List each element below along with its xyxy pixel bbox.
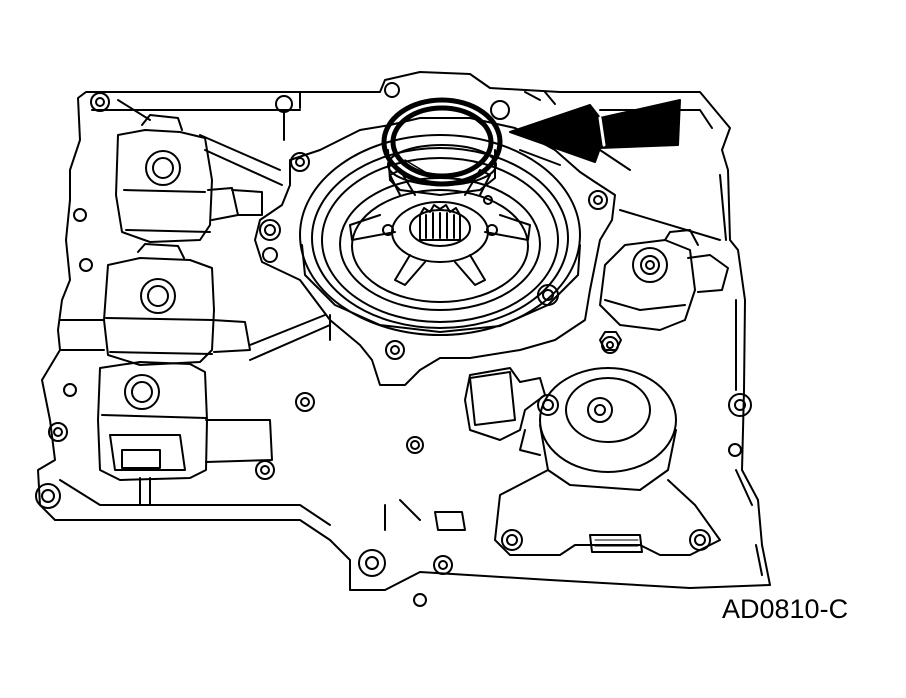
plate-rib (384, 499, 421, 531)
flange-bolt (588, 190, 608, 210)
seal-ring (390, 105, 494, 179)
pump-ring (311, 147, 569, 329)
bolt-hole (410, 440, 420, 450)
flange-bolt (384, 82, 400, 98)
hub-hole (483, 195, 493, 205)
solenoid-middle (59, 243, 251, 366)
flange-bolt (537, 284, 559, 306)
flange-bolt (264, 224, 276, 236)
bolt-hole (63, 383, 77, 397)
plate-rib (117, 99, 285, 186)
bolt-hole (48, 422, 68, 442)
bolt-hole (95, 97, 105, 107)
bolt-hole (262, 247, 278, 263)
callout-arrow (509, 99, 681, 163)
solenoid-upper (115, 114, 263, 243)
pump-ring (321, 157, 559, 323)
plate-slot (434, 511, 466, 531)
bolt-hole (35, 483, 61, 509)
pump-ring (351, 189, 529, 303)
seal-ring-shading (399, 109, 489, 176)
solenoid-lower (97, 361, 273, 506)
solenoid-upper-right (599, 229, 729, 331)
hex-bolt (599, 331, 622, 351)
solenoid-lower-right (464, 367, 721, 556)
bolt-hole (413, 593, 427, 607)
bolt-hole (79, 258, 93, 272)
figure-code: AD0810-C (722, 594, 849, 624)
pump-housing-lower (301, 244, 581, 333)
hub-hole (486, 224, 498, 236)
bolt-hole (728, 443, 742, 457)
seal-ring (381, 97, 503, 187)
flange-bolt (295, 157, 305, 167)
plate-inner-edge (59, 109, 763, 576)
plate-rib (519, 91, 721, 241)
callout-arrow-highlight (598, 116, 606, 147)
bolt-hole (358, 549, 386, 577)
flange-bolt (593, 195, 603, 205)
bolt-hole (734, 399, 746, 411)
pump-ring (299, 134, 581, 336)
bolt-hole (53, 427, 63, 437)
bolt-hole (73, 208, 87, 222)
bolt-hole (255, 460, 275, 480)
bolt-hole (295, 392, 315, 412)
hub (409, 209, 471, 247)
flange-bolt (385, 340, 405, 360)
input-spline (419, 204, 461, 241)
bolt-hole (728, 393, 752, 417)
bolt-hole (41, 489, 55, 503)
flange-bolt (259, 219, 281, 241)
bolt-hole (300, 397, 310, 407)
bolt-hole (260, 465, 270, 475)
pump-ring (339, 177, 541, 311)
flange-bolt (290, 152, 310, 172)
flange-bolt (490, 100, 510, 120)
flange-bolt (390, 345, 400, 355)
bolt-hole (438, 560, 448, 570)
bolt-hole (606, 341, 614, 349)
bolt-hole (365, 556, 379, 570)
spline-teeth (425, 212, 455, 239)
bolt-hole (90, 92, 110, 112)
hub-hole (382, 224, 394, 236)
plate-rib (249, 314, 331, 361)
hub-spokes (349, 169, 531, 286)
valve-body-plate (37, 71, 771, 591)
pump-cylinder (387, 149, 496, 196)
bolt-hole (433, 555, 453, 575)
bolt-hole (406, 436, 424, 454)
